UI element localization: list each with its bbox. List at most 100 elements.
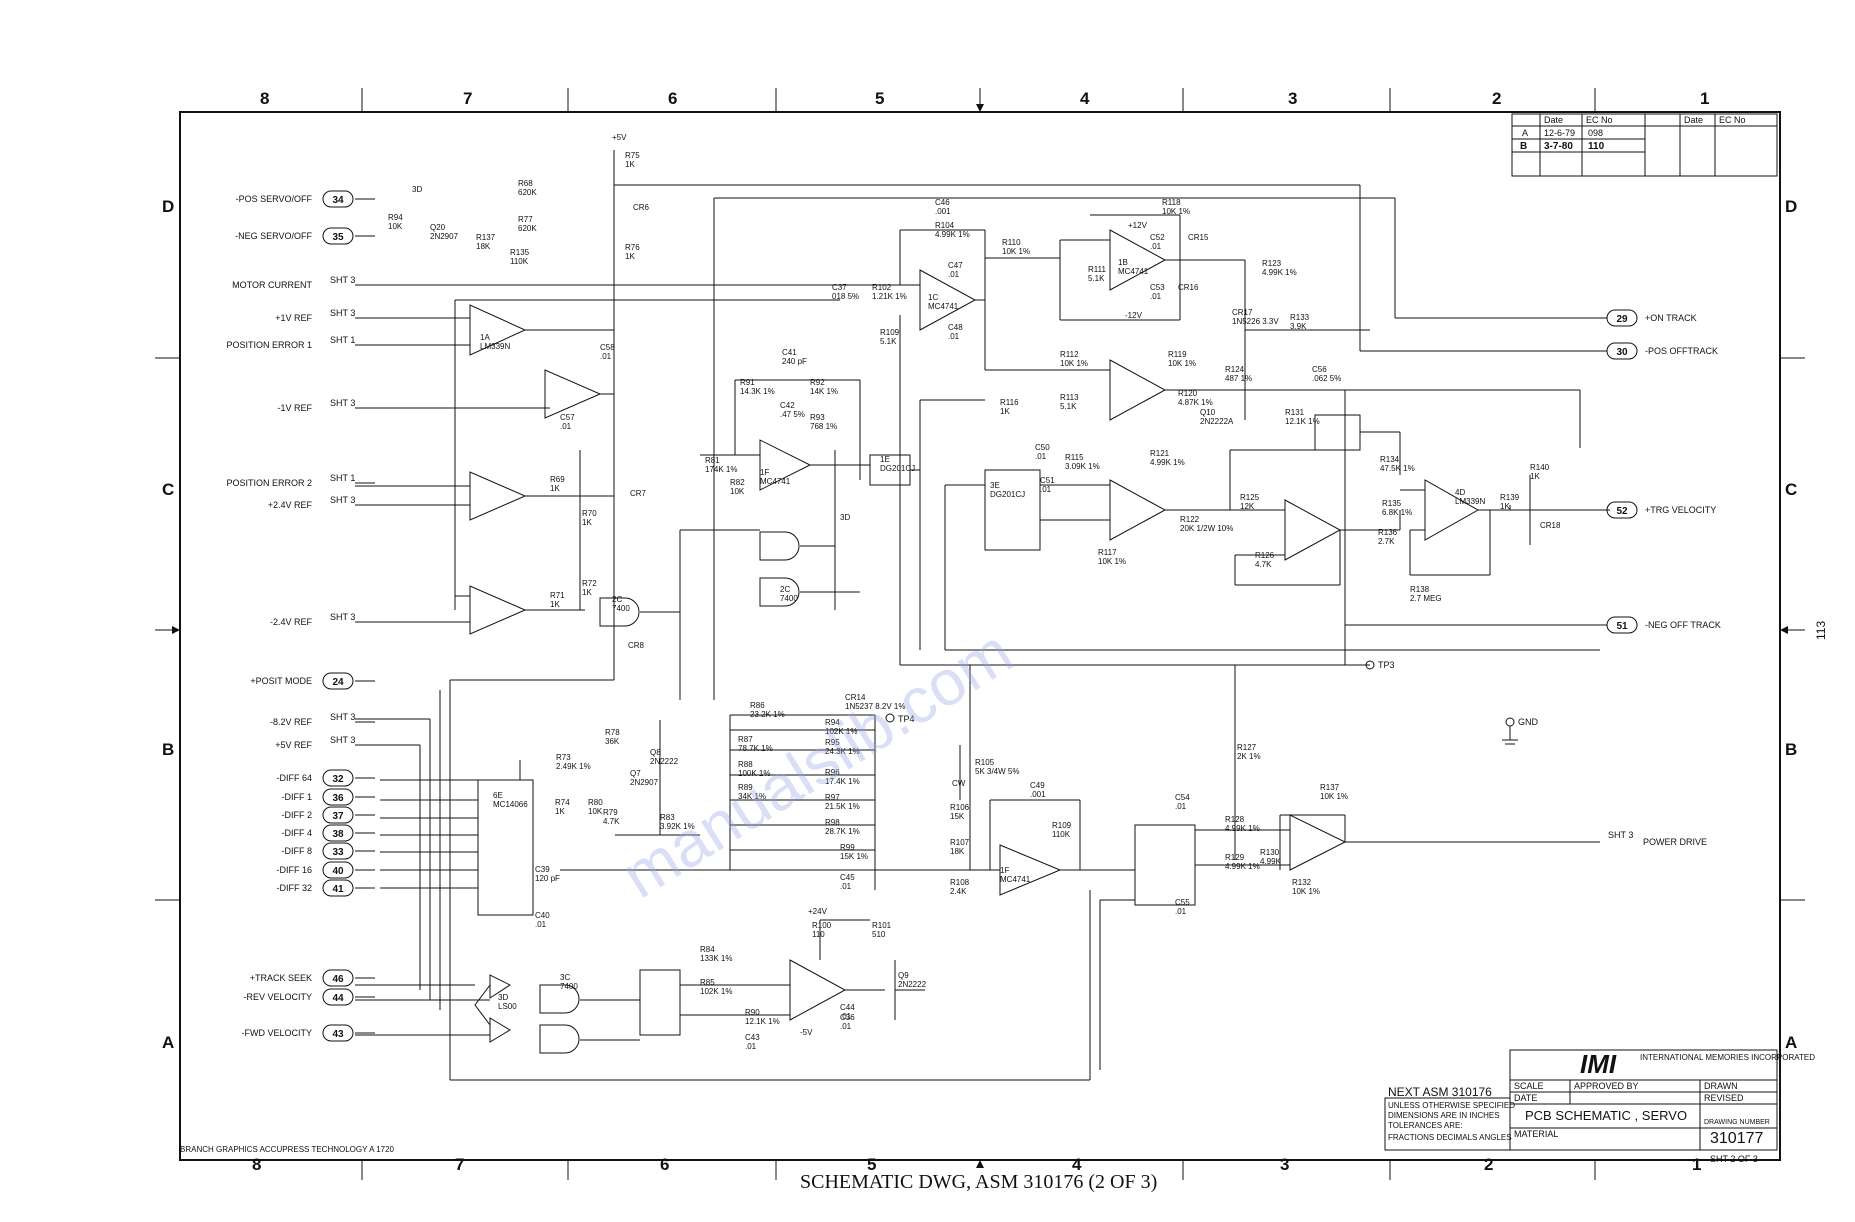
sheet-ref: SHT 3 [330,308,355,318]
component-value: 10K [588,807,603,816]
output-label: POWER DRIVE [1643,837,1707,847]
field-approved: APPROVED BY [1574,1081,1639,1091]
supply-5v: -5V [800,1028,813,1037]
component-ref: Q10 [1200,408,1216,417]
revision-block: Date EC No Date EC No A 12-6-79 098 B 3-… [1511,113,1778,177]
component-value: 2K 1% [1237,752,1261,761]
component-ref: R69 [550,475,565,484]
component-value: 3.09K 1% [1065,462,1100,471]
field-date: DATE [1514,1093,1537,1103]
component-ref: C53 [1150,283,1165,292]
component-c49: C49.001 [1030,781,1046,799]
component-ref: 2C [612,595,622,604]
input-label: -1V REF [277,403,312,413]
component-ref: C48 [948,323,963,332]
component-ref: R68 [518,179,533,188]
component-ref: R74 [555,798,570,807]
zone-top-8: 8 [260,89,269,108]
sheet-number: SHT 2 OF 3 [1710,1154,1758,1164]
input-label: POSITION ERROR 2 [226,478,312,488]
output-label: -NEG OFF TRACK [1645,620,1721,630]
component-value: 620K [518,188,537,197]
component-c47: C47.01 [948,261,963,279]
component-value: 36K [605,737,620,746]
component-ref: R75 [625,151,640,160]
component-ref: 1E [880,455,890,464]
component-value: 4.99K 1% [1262,268,1297,277]
component-ref: R116 [1000,398,1019,407]
component-ref: 3D [412,185,422,194]
component-ref: R109 [880,328,900,337]
component-value: .001 [935,207,951,216]
zone-bottom-7: 7 [455,1155,464,1174]
component-ref: R118 [1162,198,1181,207]
connector-pin [322,806,354,824]
component-value: 1K [625,252,635,261]
rev-a-date: 12-6-79 [1544,128,1575,138]
component-value: 5.1K [1060,402,1077,411]
component-ref: R85 [700,978,715,987]
rev-b-date: 3-7-80 [1544,141,1573,152]
component-value: MC4741 [928,302,959,311]
input-label: -REV VELOCITY [243,992,312,1002]
component-value: .01 [948,332,960,341]
component-ref: R90 [745,1008,760,1017]
connector-pin [322,190,354,208]
component-value: 4.99K 1% [1225,862,1260,871]
component-ref: R106 [950,803,970,812]
component-ref: R111 [1088,265,1106,274]
component-ref: Q7 [630,769,641,778]
component-ref: C57 [560,413,575,422]
component-ref: R108 [950,878,970,887]
component-ref: R113 [1060,393,1079,402]
component-ref: C50 [1035,443,1050,452]
connector-pin [1606,309,1638,327]
component-ref: 3E [990,481,1000,490]
component-ref: 1A [480,333,490,342]
connector-pin [322,672,354,690]
component-value: 2.7 MEG [1410,594,1442,603]
component-ref: 3C [560,973,570,982]
note-1: UNLESS OTHERWISE SPECIFIED [1388,1101,1515,1110]
component-value: 10K [388,222,403,231]
component-ref: R76 [625,243,640,252]
component-value: 7400 [560,982,578,991]
component-value: .01 [1175,907,1187,916]
note-3: TOLERANCES ARE: [1388,1121,1463,1130]
component-value: 4.7K [1255,560,1272,569]
component-ref: R135 [510,248,530,257]
component-ref: 1C [928,293,938,302]
component-value: 510 [872,930,886,939]
component-ref: 1F [760,468,769,477]
component-ref: R126 [1255,551,1275,560]
pin-number: 43 [332,1029,344,1040]
component-ref: R89 [738,783,753,792]
